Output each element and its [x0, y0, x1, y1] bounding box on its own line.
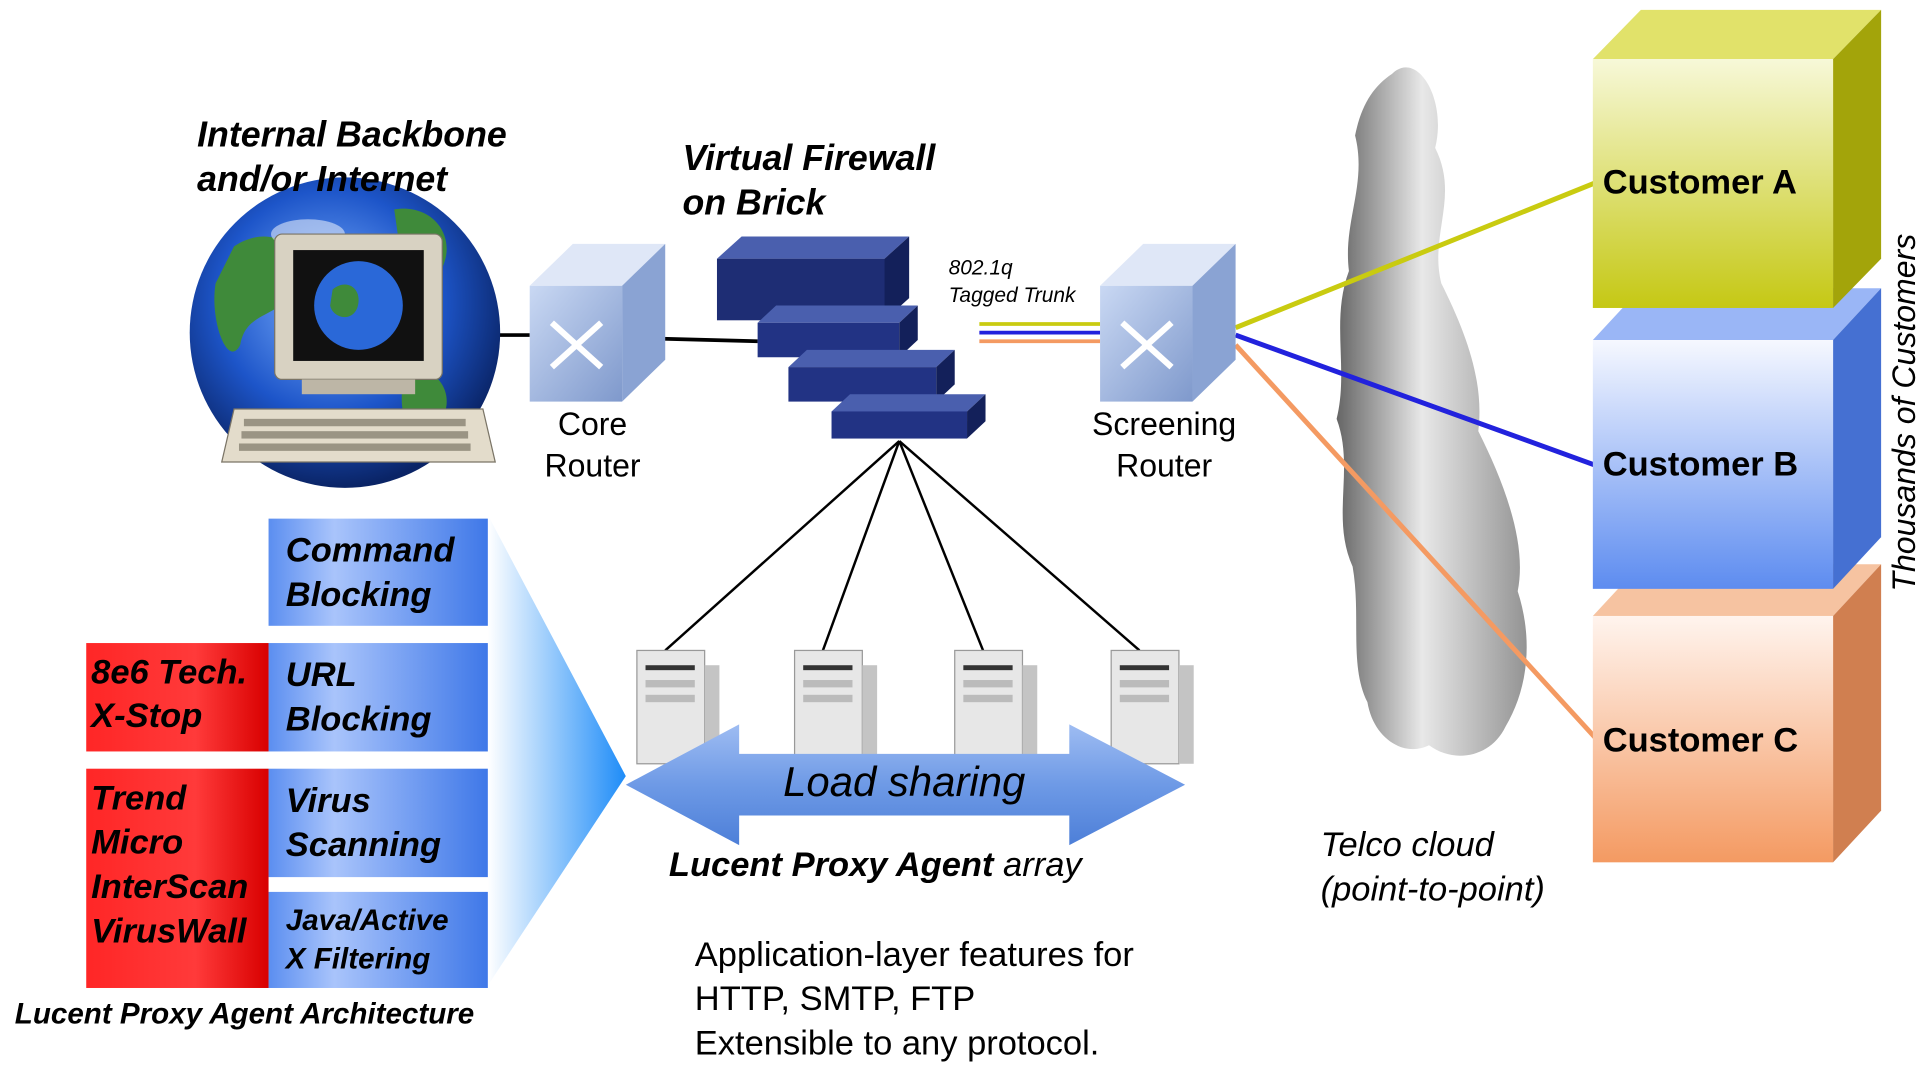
link-core-firewall	[662, 336, 758, 344]
array-caption: Lucent Proxy Agent array	[668, 845, 1082, 884]
load-sharing-arrow	[625, 724, 1186, 846]
architecture-fan	[487, 514, 626, 986]
server-4-icon	[1110, 649, 1194, 765]
server-2-icon	[793, 649, 878, 765]
customer-c-box	[1592, 564, 1882, 863]
core-router-icon	[529, 243, 666, 402]
load-sharing-label: Load sharing	[783, 758, 1026, 806]
fan-lines	[664, 440, 1141, 652]
server-3-icon	[954, 649, 1038, 765]
customer-b-label: Customer B	[1602, 444, 1799, 483]
customer-b-box	[1592, 288, 1882, 589]
architecture-caption: Lucent Proxy Agent Architecture	[14, 997, 475, 1032]
customer-a-label: Customer A	[1602, 162, 1797, 201]
customer-c-label: Customer C	[1602, 720, 1799, 759]
computer-icon	[220, 233, 496, 463]
firewall-brick-icon	[716, 236, 986, 439]
link-customer-b	[1234, 332, 1598, 468]
thousands-of-customers-label: Thousands of Customers	[1885, 233, 1923, 592]
link-customer-c	[1233, 343, 1599, 741]
customer-a-box	[1592, 9, 1882, 308]
link-customer-a	[1234, 180, 1598, 330]
telco-cloud	[1336, 67, 1527, 756]
xstop-box: 8e6 Tech.X-Stop	[86, 643, 269, 752]
server-1-icon	[636, 649, 720, 765]
screening-router-icon	[1100, 243, 1236, 402]
telco-cloud-label: Telco cloud(point-to-point)	[1320, 825, 1545, 908]
